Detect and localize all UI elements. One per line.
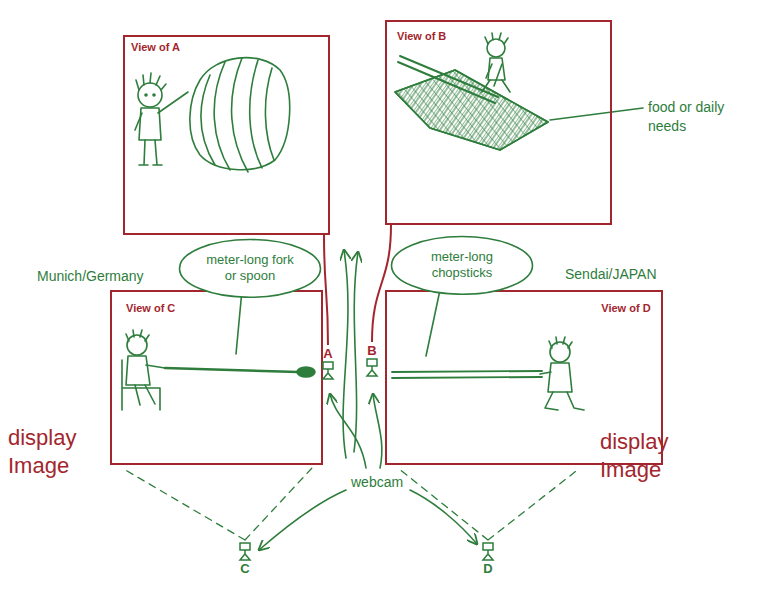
camera-letter: C	[240, 562, 249, 576]
bubble-tail	[236, 290, 242, 354]
camera-icon	[320, 361, 336, 381]
display-label: display Image	[600, 428, 700, 483]
bubble-text: meter-long chopsticks	[418, 249, 506, 282]
bubble-outline	[392, 236, 533, 294]
place-name: Munich/Germany	[37, 268, 144, 284]
leader-line	[550, 108, 643, 120]
camera-letter: B	[367, 344, 376, 358]
bubble-outline	[180, 239, 321, 297]
speech-bubble: meter-long chopsticks	[390, 235, 534, 296]
cabbage	[201, 58, 274, 172]
camera-icon	[240, 543, 250, 560]
webcam-arrow	[410, 490, 477, 544]
seated-person	[548, 363, 572, 392]
camera-icon	[364, 358, 380, 378]
note-text: food or daily needs	[648, 98, 738, 136]
seated-person	[540, 372, 584, 410]
seated-person	[540, 337, 584, 410]
sitting-child	[482, 33, 510, 92]
seated-person	[135, 365, 165, 405]
display-label: display Image	[8, 424, 108, 479]
pointing-person	[135, 73, 188, 165]
seated-person	[549, 337, 572, 348]
camera-icon	[483, 543, 493, 560]
pointing-person	[136, 73, 166, 90]
webcam-arrow	[259, 490, 346, 550]
webcam-symbol: B	[361, 342, 383, 380]
display-panel: Munich/GermanyView of C	[110, 290, 323, 465]
camera-icon	[480, 542, 496, 562]
sitting-child	[485, 33, 508, 44]
seated-person	[126, 356, 150, 385]
view-panel: View of A	[123, 35, 330, 235]
camera-icon	[237, 542, 253, 562]
panel-title: View of D	[601, 302, 650, 314]
signal-wire	[372, 225, 391, 342]
pointing-person	[139, 140, 162, 165]
panel-title: View of C	[126, 302, 175, 314]
seated-person	[550, 342, 570, 362]
webcam-symbol: D	[477, 540, 499, 578]
view-panel: View of B	[385, 20, 612, 225]
bubble-tail	[426, 290, 440, 356]
speech-bubble: meter-long fork or spoon	[178, 238, 322, 299]
net-scoop	[395, 70, 548, 150]
net-scoop	[395, 70, 548, 150]
signal-wire	[324, 235, 328, 345]
webcam-symbol: A	[317, 345, 339, 383]
long-fork	[297, 367, 315, 377]
signal-wave	[343, 250, 348, 458]
field-of-view	[122, 468, 580, 540]
bubble-text: meter-long fork or spoon	[206, 252, 294, 285]
camera-icon	[367, 359, 377, 376]
net-scoop	[395, 56, 548, 150]
panel-title: View of A	[131, 41, 180, 53]
seated-person	[127, 335, 147, 355]
signal-wave	[354, 252, 358, 452]
pointing-person	[145, 94, 147, 96]
place-name: Sendai/JAPAN	[565, 266, 657, 282]
pointing-person	[138, 83, 162, 107]
long-fork	[165, 367, 315, 377]
webcam-symbol: C	[234, 540, 256, 578]
net-scoop	[398, 56, 498, 103]
sitting-child	[482, 64, 510, 92]
camera-letter: D	[483, 562, 492, 576]
webcam-arrow	[373, 394, 382, 468]
webcam-arrow	[330, 394, 366, 468]
long-chopsticks	[392, 371, 542, 378]
camera-letter: A	[323, 347, 332, 361]
seated-person	[122, 330, 165, 410]
long-fork	[165, 368, 298, 372]
webcam-label: webcam	[351, 474, 403, 490]
seated-person	[126, 330, 149, 341]
pointing-person	[153, 94, 155, 96]
sitting-child	[487, 39, 505, 57]
pointing-person	[135, 92, 188, 130]
panel-title: View of B	[397, 30, 446, 42]
camera-icon	[323, 362, 333, 379]
cabbage	[190, 58, 290, 172]
